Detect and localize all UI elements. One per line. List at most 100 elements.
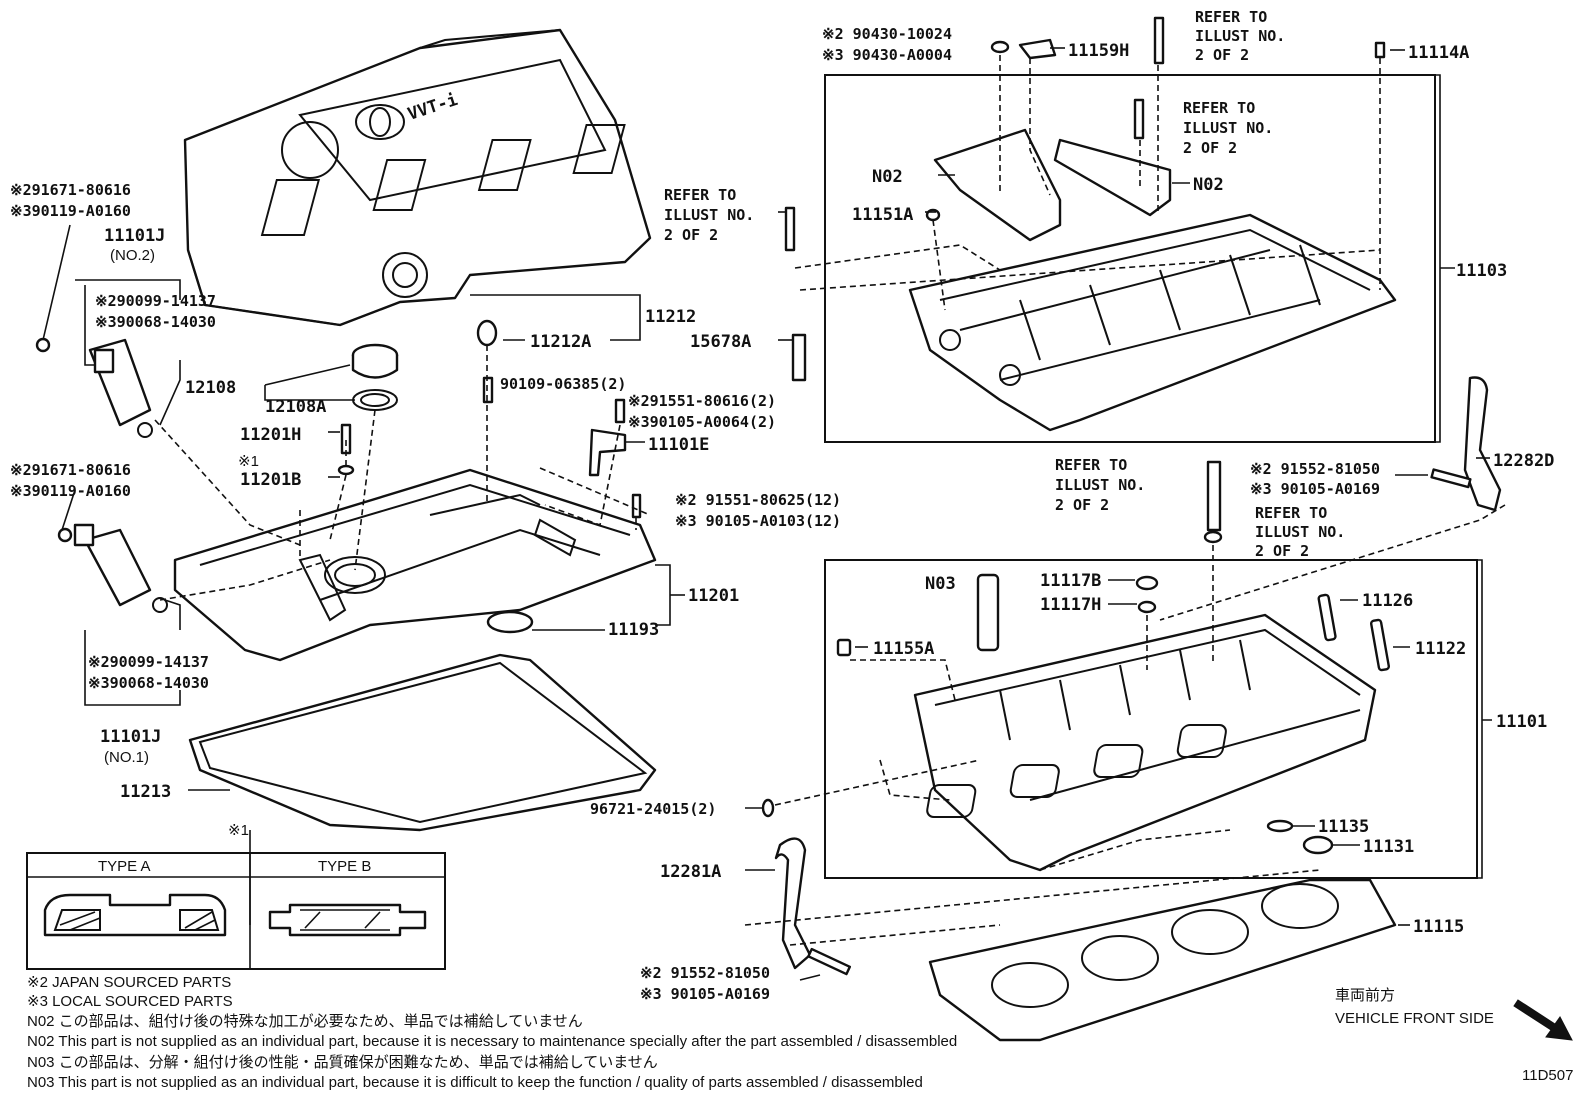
bolt-291551 xyxy=(614,398,626,424)
label-refer-right-3: 2 OF 2 xyxy=(1055,496,1109,514)
diagram-code: 11D507 xyxy=(1522,1067,1573,1084)
label-11201h: 11201H xyxy=(240,425,301,445)
label-11101: 11101 xyxy=(1496,712,1547,732)
bolt-refer-mid xyxy=(1133,98,1145,140)
vehicle-front-arrow xyxy=(1513,999,1573,1041)
notes: ※2 JAPAN SOURCED PARTS ※3 LOCAL SOURCED … xyxy=(27,974,957,1091)
label-refer-left-3: 2 OF 2 xyxy=(664,226,718,244)
note-6: N03 This part is not supplied as an indi… xyxy=(27,1074,923,1091)
label-refer-right-2: ILLUST NO. xyxy=(1055,476,1145,494)
label-n03: N03 xyxy=(925,574,956,594)
label-refer-top-1: REFER TO xyxy=(1195,8,1267,26)
label-11101j-top-d: ※390068-14030 xyxy=(95,313,216,331)
label-11212a: 11212A xyxy=(530,332,591,352)
label-11101j-bot: 11101J xyxy=(100,727,161,747)
label-291551: ※291551-80616(2) xyxy=(628,392,776,410)
label-r-b: ※3 90105-A0169 xyxy=(1250,480,1380,498)
label-15678a: 15678A xyxy=(690,332,751,352)
label-bl-b: ※3 90105-A0169 xyxy=(640,985,770,1003)
label-11101j-top-b: ※390119-A0160 xyxy=(10,202,131,220)
pin-11126 xyxy=(1317,593,1337,642)
label-11117h: 11117H xyxy=(1040,595,1101,615)
label-11126: 11126 xyxy=(1362,591,1413,611)
label-11201b-mark: ※1 xyxy=(238,453,259,470)
washer-refer-right xyxy=(1203,530,1223,544)
label-11122: 11122 xyxy=(1415,639,1466,659)
ocv-solenoid-no2 xyxy=(35,337,153,438)
label-96721: 96721-24015(2) xyxy=(590,800,716,818)
label-12108a: 12108A xyxy=(265,397,326,417)
label-11115: 11115 xyxy=(1413,917,1464,937)
engine-hanger-12281a xyxy=(774,837,812,970)
label-11201: 11201 xyxy=(688,586,739,606)
plug-96721 xyxy=(761,798,775,818)
seal-11117h xyxy=(1137,600,1157,614)
label-11213: 11213 xyxy=(120,782,171,802)
label-11155a: 11155A xyxy=(873,639,934,659)
grommet-11212a xyxy=(476,319,498,347)
label-11131: 11131 xyxy=(1363,837,1414,857)
note-5: N03 この部品は、分解・組付け後の性能・品質確保が困難なため、単品では補給して… xyxy=(27,1053,658,1071)
label-top-a: ※2 90430-10024 xyxy=(822,25,952,43)
camshaft-housing xyxy=(908,213,1397,432)
vehicle-front-en: VEHICLE FRONT SIDE xyxy=(1335,1010,1494,1027)
label-11101j-bot-a: ※291671-80616 xyxy=(10,461,131,479)
label-n02-a: N02 xyxy=(872,167,903,187)
label-refer-mid-3: 2 OF 2 xyxy=(1183,139,1237,157)
label-refer-left-1: REFER TO xyxy=(664,186,736,204)
label-11101j-top-c: ※290099-14137 xyxy=(95,292,216,310)
label-refer-top-2: ILLUST NO. xyxy=(1195,27,1285,45)
label-11159h: 11159H xyxy=(1068,41,1129,61)
label-refer-r2-3: 2 OF 2 xyxy=(1255,542,1309,560)
engine-cover: VVT-i xyxy=(183,28,652,327)
plug-90430 xyxy=(990,40,1010,54)
label-11114a: 11114A xyxy=(1408,43,1469,63)
label-11117b: 11117B xyxy=(1040,571,1101,591)
bolt-15678a xyxy=(791,333,807,382)
pin-11122 xyxy=(1370,618,1390,672)
note-1: ※2 JAPAN SOURCED PARTS xyxy=(27,974,231,991)
part-11131 xyxy=(1302,835,1334,855)
label-11101e: 11101E xyxy=(648,435,709,455)
label-refer-right-1: REFER TO xyxy=(1055,456,1127,474)
head-gasket-11115 xyxy=(928,878,1397,1042)
label-11151a: 11151A xyxy=(852,205,913,225)
bolt-refer-right xyxy=(1206,460,1222,532)
label-11212: 11212 xyxy=(645,307,696,327)
type-a-label: TYPE A xyxy=(98,858,151,875)
label-11193: 11193 xyxy=(608,620,659,640)
label-11101j-top-sub: (NO.2) xyxy=(110,247,155,264)
valve-cover xyxy=(173,468,657,662)
part-labels: ※291671-80616 ※390119-A0160 11101J (NO.2… xyxy=(10,8,1554,1003)
dowel-11155a xyxy=(836,638,852,657)
bolt-12282d xyxy=(1430,468,1472,489)
bolt-refer-left xyxy=(784,206,796,252)
oil-filler-cap xyxy=(351,343,399,411)
type-table: ※1 TYPE A TYPE B xyxy=(26,822,446,970)
label-90109: 90109-06385(2) xyxy=(500,375,626,393)
bolt-12281a xyxy=(807,947,852,976)
note-2: ※3 LOCAL SOURCED PARTS xyxy=(27,993,233,1010)
bolt-91551 xyxy=(631,493,642,519)
tube-n03 xyxy=(976,573,1000,652)
label-12282d: 12282D xyxy=(1493,451,1554,471)
label-11101j-bot-d: ※390068-14030 xyxy=(88,674,209,692)
cylinder-head-frame xyxy=(824,559,1478,879)
label-11101j-top: 11101J xyxy=(104,226,165,246)
grommet-11201b xyxy=(337,464,355,476)
cover-gasket xyxy=(188,653,657,832)
label-r-a: ※2 91552-81050 xyxy=(1250,460,1380,478)
cam-sensor-11101e xyxy=(588,428,627,477)
note-3: N02 この部品は、組付け後の特殊な加工が必要なため、単品では補給していません xyxy=(27,1013,583,1030)
cylinder-head xyxy=(913,613,1377,872)
plug-11117b xyxy=(1135,575,1159,591)
part-11114a xyxy=(1374,41,1386,59)
label-12281a: 12281A xyxy=(660,862,721,882)
label-top-b: ※3 90430-A0004 xyxy=(822,46,952,64)
part-11159h xyxy=(1018,38,1057,60)
label-11101j-bot-b: ※390119-A0160 xyxy=(10,482,131,500)
bolt-refer-top xyxy=(1153,16,1165,65)
label-11101j-top-a: ※291671-80616 xyxy=(10,181,131,199)
label-12108: 12108 xyxy=(185,378,236,398)
cam-housing-frame xyxy=(824,74,1436,443)
